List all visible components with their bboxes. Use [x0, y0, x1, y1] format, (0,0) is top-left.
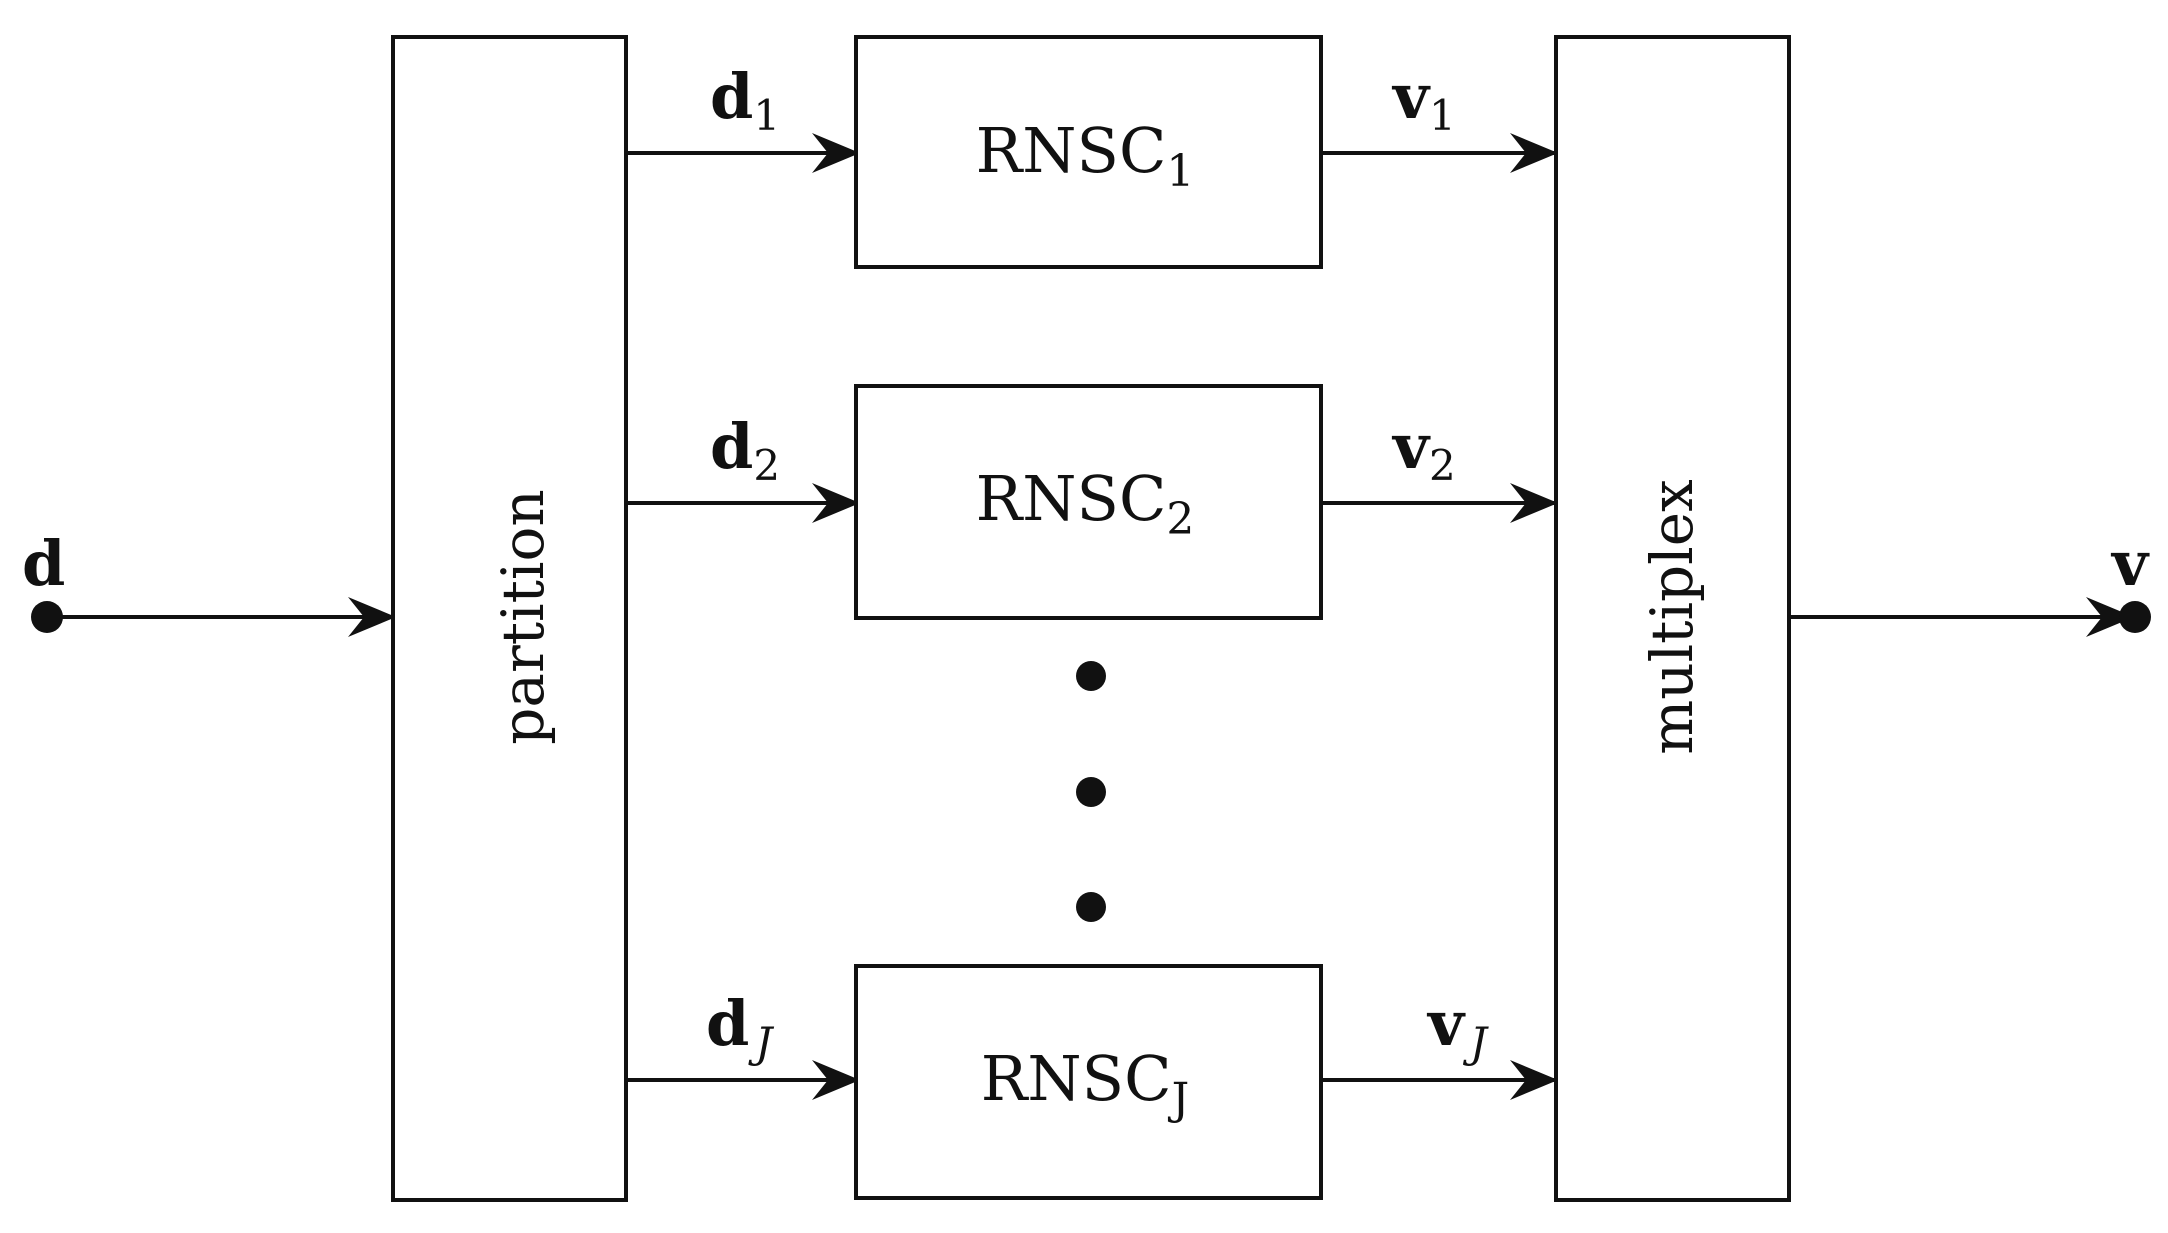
- branch-2-in-label: d2: [710, 410, 780, 490]
- ellipsis-dot-3: [1076, 892, 1106, 922]
- rnsc-block-2: [854, 384, 1323, 620]
- branch-1-in-label: d1: [710, 60, 780, 140]
- input-label: d: [22, 527, 65, 600]
- branch-2-out-label: v2: [1391, 410, 1456, 490]
- rnsc-block-2-label: RNSC2: [976, 462, 1195, 545]
- rnsc-block-j-label: RNSCJ: [981, 1042, 1189, 1125]
- output-node: [2119, 601, 2151, 633]
- partition-block: [391, 35, 628, 1202]
- output-label: v: [2110, 527, 2150, 600]
- ellipsis-dot-2: [1076, 777, 1106, 807]
- multiplex-block: [1554, 35, 1791, 1202]
- ellipsis-dot-1: [1076, 661, 1106, 691]
- partition-label: partition: [489, 489, 557, 744]
- branch-1-out-label: v1: [1391, 60, 1456, 140]
- rnsc-block-1: [854, 35, 1323, 269]
- rnsc-block-1-label: RNSC1: [976, 114, 1195, 197]
- rnsc-block-j: [854, 964, 1323, 1200]
- multiplex-label: multiplex: [1638, 479, 1706, 754]
